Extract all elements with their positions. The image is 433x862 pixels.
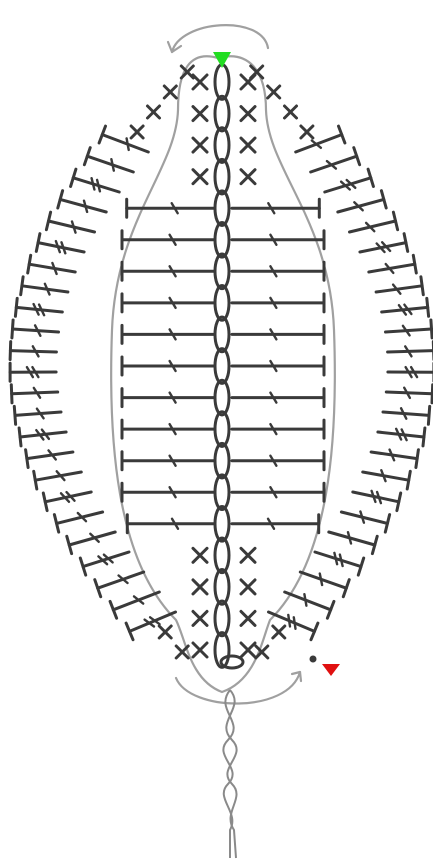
stitch-top xyxy=(12,320,13,338)
stitch-top xyxy=(10,342,11,360)
stitch-post xyxy=(388,351,433,352)
stitch-top xyxy=(19,428,21,446)
stitch-bar xyxy=(288,615,290,627)
stitch-bar xyxy=(294,617,296,629)
stitch-top xyxy=(11,385,12,403)
stitch-post xyxy=(10,351,56,352)
stitch-top xyxy=(15,298,17,316)
stitch-top xyxy=(14,406,15,424)
stitch-top xyxy=(431,320,432,338)
stitch-post xyxy=(12,392,58,394)
slip-stitch-dot xyxy=(310,656,317,663)
stitch-post xyxy=(386,392,432,394)
stitch-top xyxy=(423,428,425,446)
stitch-top xyxy=(428,406,429,424)
stitch-top xyxy=(427,298,429,316)
